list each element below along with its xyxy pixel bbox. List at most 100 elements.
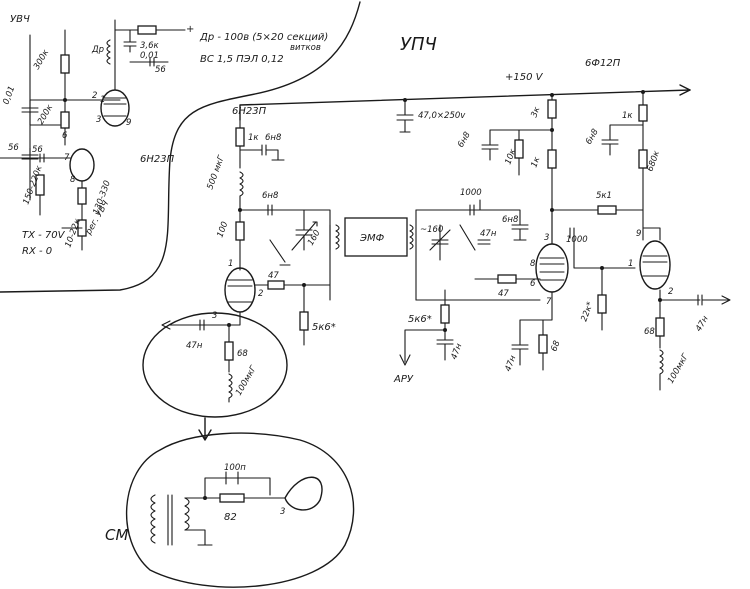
lbl-47-b: 47 bbox=[498, 289, 509, 299]
lbl-22k: 22к* bbox=[579, 301, 595, 323]
pin-r3: 3 bbox=[544, 233, 549, 243]
transformer-primary bbox=[150, 494, 156, 544]
pin-p7: 7 bbox=[64, 153, 70, 163]
resistor-680k bbox=[638, 149, 648, 169]
lbl-56c: 56 bbox=[32, 145, 43, 155]
lbl-6n8-d: 6н8 bbox=[584, 127, 601, 147]
resistor-68-a bbox=[224, 341, 234, 361]
pin-p6: 6 bbox=[62, 131, 68, 141]
resistor-1k-b bbox=[547, 149, 557, 169]
lbl-100mkh-b: 100мкГ bbox=[234, 363, 260, 397]
lbl-100-a: 100 bbox=[215, 220, 230, 239]
inductor-100mkh-b bbox=[659, 349, 664, 391]
lbl-160-b: ~160 bbox=[420, 225, 443, 235]
note-tx: TX - 70V bbox=[22, 230, 66, 241]
lbl-5k1: 5к1 bbox=[596, 191, 612, 201]
lbl-3k: 3к bbox=[529, 105, 542, 119]
note-rx: RX - 0 bbox=[22, 246, 52, 257]
tube-6f12p-if bbox=[535, 243, 569, 293]
lbl-680k: 680к bbox=[645, 149, 662, 173]
lbl-47-a: 47 bbox=[268, 271, 279, 281]
lbl-47n-c: 47н bbox=[503, 354, 518, 373]
lbl-001a: 0,01 bbox=[140, 51, 159, 61]
b-plus-rail bbox=[239, 89, 691, 121]
resistor-47-a bbox=[267, 280, 285, 290]
capacitor-47u-250v bbox=[396, 99, 414, 133]
resistor-68-b bbox=[538, 334, 548, 354]
lbl-6n8-e: 6н8 bbox=[502, 215, 519, 225]
capacitor-56 bbox=[21, 147, 39, 160]
lbl-1k-c: 1к bbox=[622, 111, 633, 121]
inductor-100mkh-a bbox=[228, 373, 233, 403]
resistor-5k6-a bbox=[299, 311, 309, 331]
label-cm: СМ bbox=[105, 526, 128, 544]
lbl-82: 82 bbox=[224, 512, 237, 523]
lbl-47n-d: 47н bbox=[694, 314, 711, 334]
lbl-200k: 200к bbox=[36, 102, 56, 126]
lbl-47n-a: 47н bbox=[480, 229, 497, 239]
note-plus: + bbox=[186, 24, 194, 35]
label-uvch: УВЧ bbox=[10, 14, 30, 25]
lbl-130-330: 130-330 bbox=[91, 179, 113, 216]
pin-p8: 8 bbox=[70, 175, 76, 185]
lbl-68-a: 68 bbox=[549, 339, 562, 353]
label-upch: УПЧ bbox=[400, 34, 437, 55]
lbl-6n8-b: 6н8 bbox=[262, 191, 279, 201]
lbl-500mkh: 500 мкГ bbox=[205, 153, 227, 191]
uvch-block bbox=[0, 19, 186, 251]
resistor-36k bbox=[137, 25, 157, 35]
emf-filter bbox=[329, 209, 417, 301]
resistor-82 bbox=[219, 493, 245, 503]
lbl-100mkh-a: 100мкГ bbox=[666, 351, 692, 385]
stage-cathode-follower bbox=[601, 91, 731, 391]
lbl-1000-a: 1000 bbox=[460, 188, 482, 198]
tube-label-3: 6Ф12П bbox=[585, 58, 621, 69]
resistor-47-b bbox=[497, 274, 517, 284]
lbl-dr: Др bbox=[91, 45, 104, 55]
lbl-36k: 3,6к bbox=[140, 41, 160, 51]
tube-cathode-sm bbox=[284, 476, 323, 511]
cathode-callout-ellipse bbox=[142, 312, 288, 418]
note-sup-voltage: +150 V bbox=[505, 72, 544, 83]
lbl-47p250: 47,0×250v bbox=[418, 111, 466, 121]
lbl-100n: 100п bbox=[224, 463, 246, 473]
resistor-1k-a bbox=[235, 127, 245, 147]
inductor-500mkh bbox=[239, 171, 244, 197]
b-plus-arrow bbox=[679, 84, 691, 96]
resistor-68-c bbox=[655, 317, 665, 337]
choke-dr bbox=[106, 39, 111, 65]
pin-q1: 1 bbox=[228, 259, 233, 269]
resistor-130-330 bbox=[77, 187, 87, 205]
lbl-apu: АРУ bbox=[393, 374, 414, 385]
note-dr-3: ВС 1,5 ПЭЛ 0,12 bbox=[200, 54, 284, 65]
sm-boundary bbox=[125, 432, 355, 588]
lbl-47n-b: 47н bbox=[449, 342, 464, 361]
pin-s9: 9 bbox=[636, 229, 641, 239]
emf-box bbox=[344, 217, 408, 257]
resistor-5k1 bbox=[597, 205, 617, 215]
resistor-5k6-b bbox=[440, 304, 450, 324]
lbl-1k-b: 1к bbox=[529, 155, 542, 169]
resistor-200k bbox=[60, 111, 70, 129]
variable-cap-160 bbox=[291, 209, 318, 251]
resistor-22k bbox=[597, 294, 607, 314]
pin-s2: 2 bbox=[668, 287, 673, 297]
lbl-1000-b: 1000 bbox=[566, 235, 588, 245]
lbl-56b: 56 bbox=[8, 143, 19, 153]
pin-q3: 3 bbox=[212, 311, 217, 321]
tube-label-2: 6Н23П bbox=[232, 106, 267, 117]
pin-r6: 6 bbox=[530, 279, 536, 289]
tube-6n23p-mixer bbox=[224, 267, 256, 313]
pin-p3: 3 bbox=[96, 115, 101, 125]
note-dr-1: Др - 100в (5×20 секций) bbox=[199, 32, 328, 43]
resistor-100-a bbox=[235, 221, 245, 241]
lbl-6n8-a: 6н8 bbox=[265, 133, 282, 143]
pin-r7: 7 bbox=[546, 297, 552, 307]
lbl-emf: ЭМФ bbox=[359, 233, 385, 244]
pin-p9: 9 bbox=[126, 118, 131, 128]
stage-mixer bbox=[161, 119, 331, 403]
lbl-5k6-b: 5к6* bbox=[408, 314, 432, 325]
pin-p2: 2 bbox=[92, 91, 97, 101]
